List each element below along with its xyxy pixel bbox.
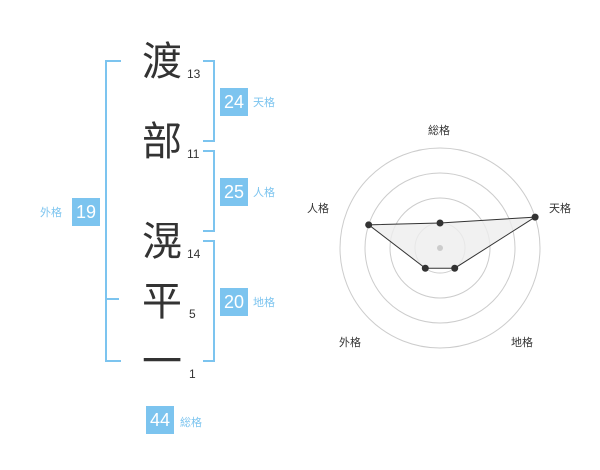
stroke-count-4: 5 [189,307,196,321]
tenkaku-score: 24 [220,88,248,116]
radar-grid-ring-4 [339,147,541,349]
name-char-5: 一 [142,339,182,385]
radar-axis-label-tenkaku: 天格 [549,202,571,215]
chikaku-score: 20 [220,288,248,316]
gaikaku-bracket-split [105,298,119,300]
jinkaku-score: 25 [220,178,248,206]
radar-point-3 [451,264,459,272]
radar-series-polygon [367,216,536,269]
chikaku-label: 地格 [253,296,275,309]
radar-grid-ring-2 [389,197,491,299]
radar-axis-label-chikaku: 地格 [511,336,533,349]
chikaku-bracket [203,240,215,362]
stroke-count-5: 1 [189,367,196,381]
jinkaku-bracket [203,150,215,232]
radar-point-4 [421,264,429,272]
name-char-1: 渡 [142,39,182,85]
tenkaku-label: 天格 [253,96,275,109]
radar-point-5 [365,221,373,229]
stroke-count-2: 11 [187,147,200,161]
radar-point-1 [436,219,444,227]
radar-axis-label-jinkaku: 人格 [307,202,329,215]
gaikaku-score: 19 [72,198,100,226]
soukaku-score: 44 [146,406,174,434]
tenkaku-bracket [203,60,215,142]
soukaku-label: 総格 [180,416,202,429]
stroke-count-1: 13 [187,67,201,81]
radar-grid-ring-3 [364,172,516,324]
gaikaku-bracket [105,60,121,362]
radar-chart [339,147,541,349]
radar-axis-label-soukaku: 総格 [428,124,450,137]
name-char-4: 平 [142,279,182,325]
jinkaku-label: 人格 [253,186,275,199]
stroke-count-3: 14 [187,247,201,261]
radar-point-2 [531,213,539,221]
name-char-3: 滉 [142,219,182,265]
name-char-2: 部 [142,119,182,165]
gaikaku-label: 外格 [40,206,62,219]
radar-axis-label-gaikaku: 外格 [339,336,361,349]
radar-center-dot [437,245,443,251]
